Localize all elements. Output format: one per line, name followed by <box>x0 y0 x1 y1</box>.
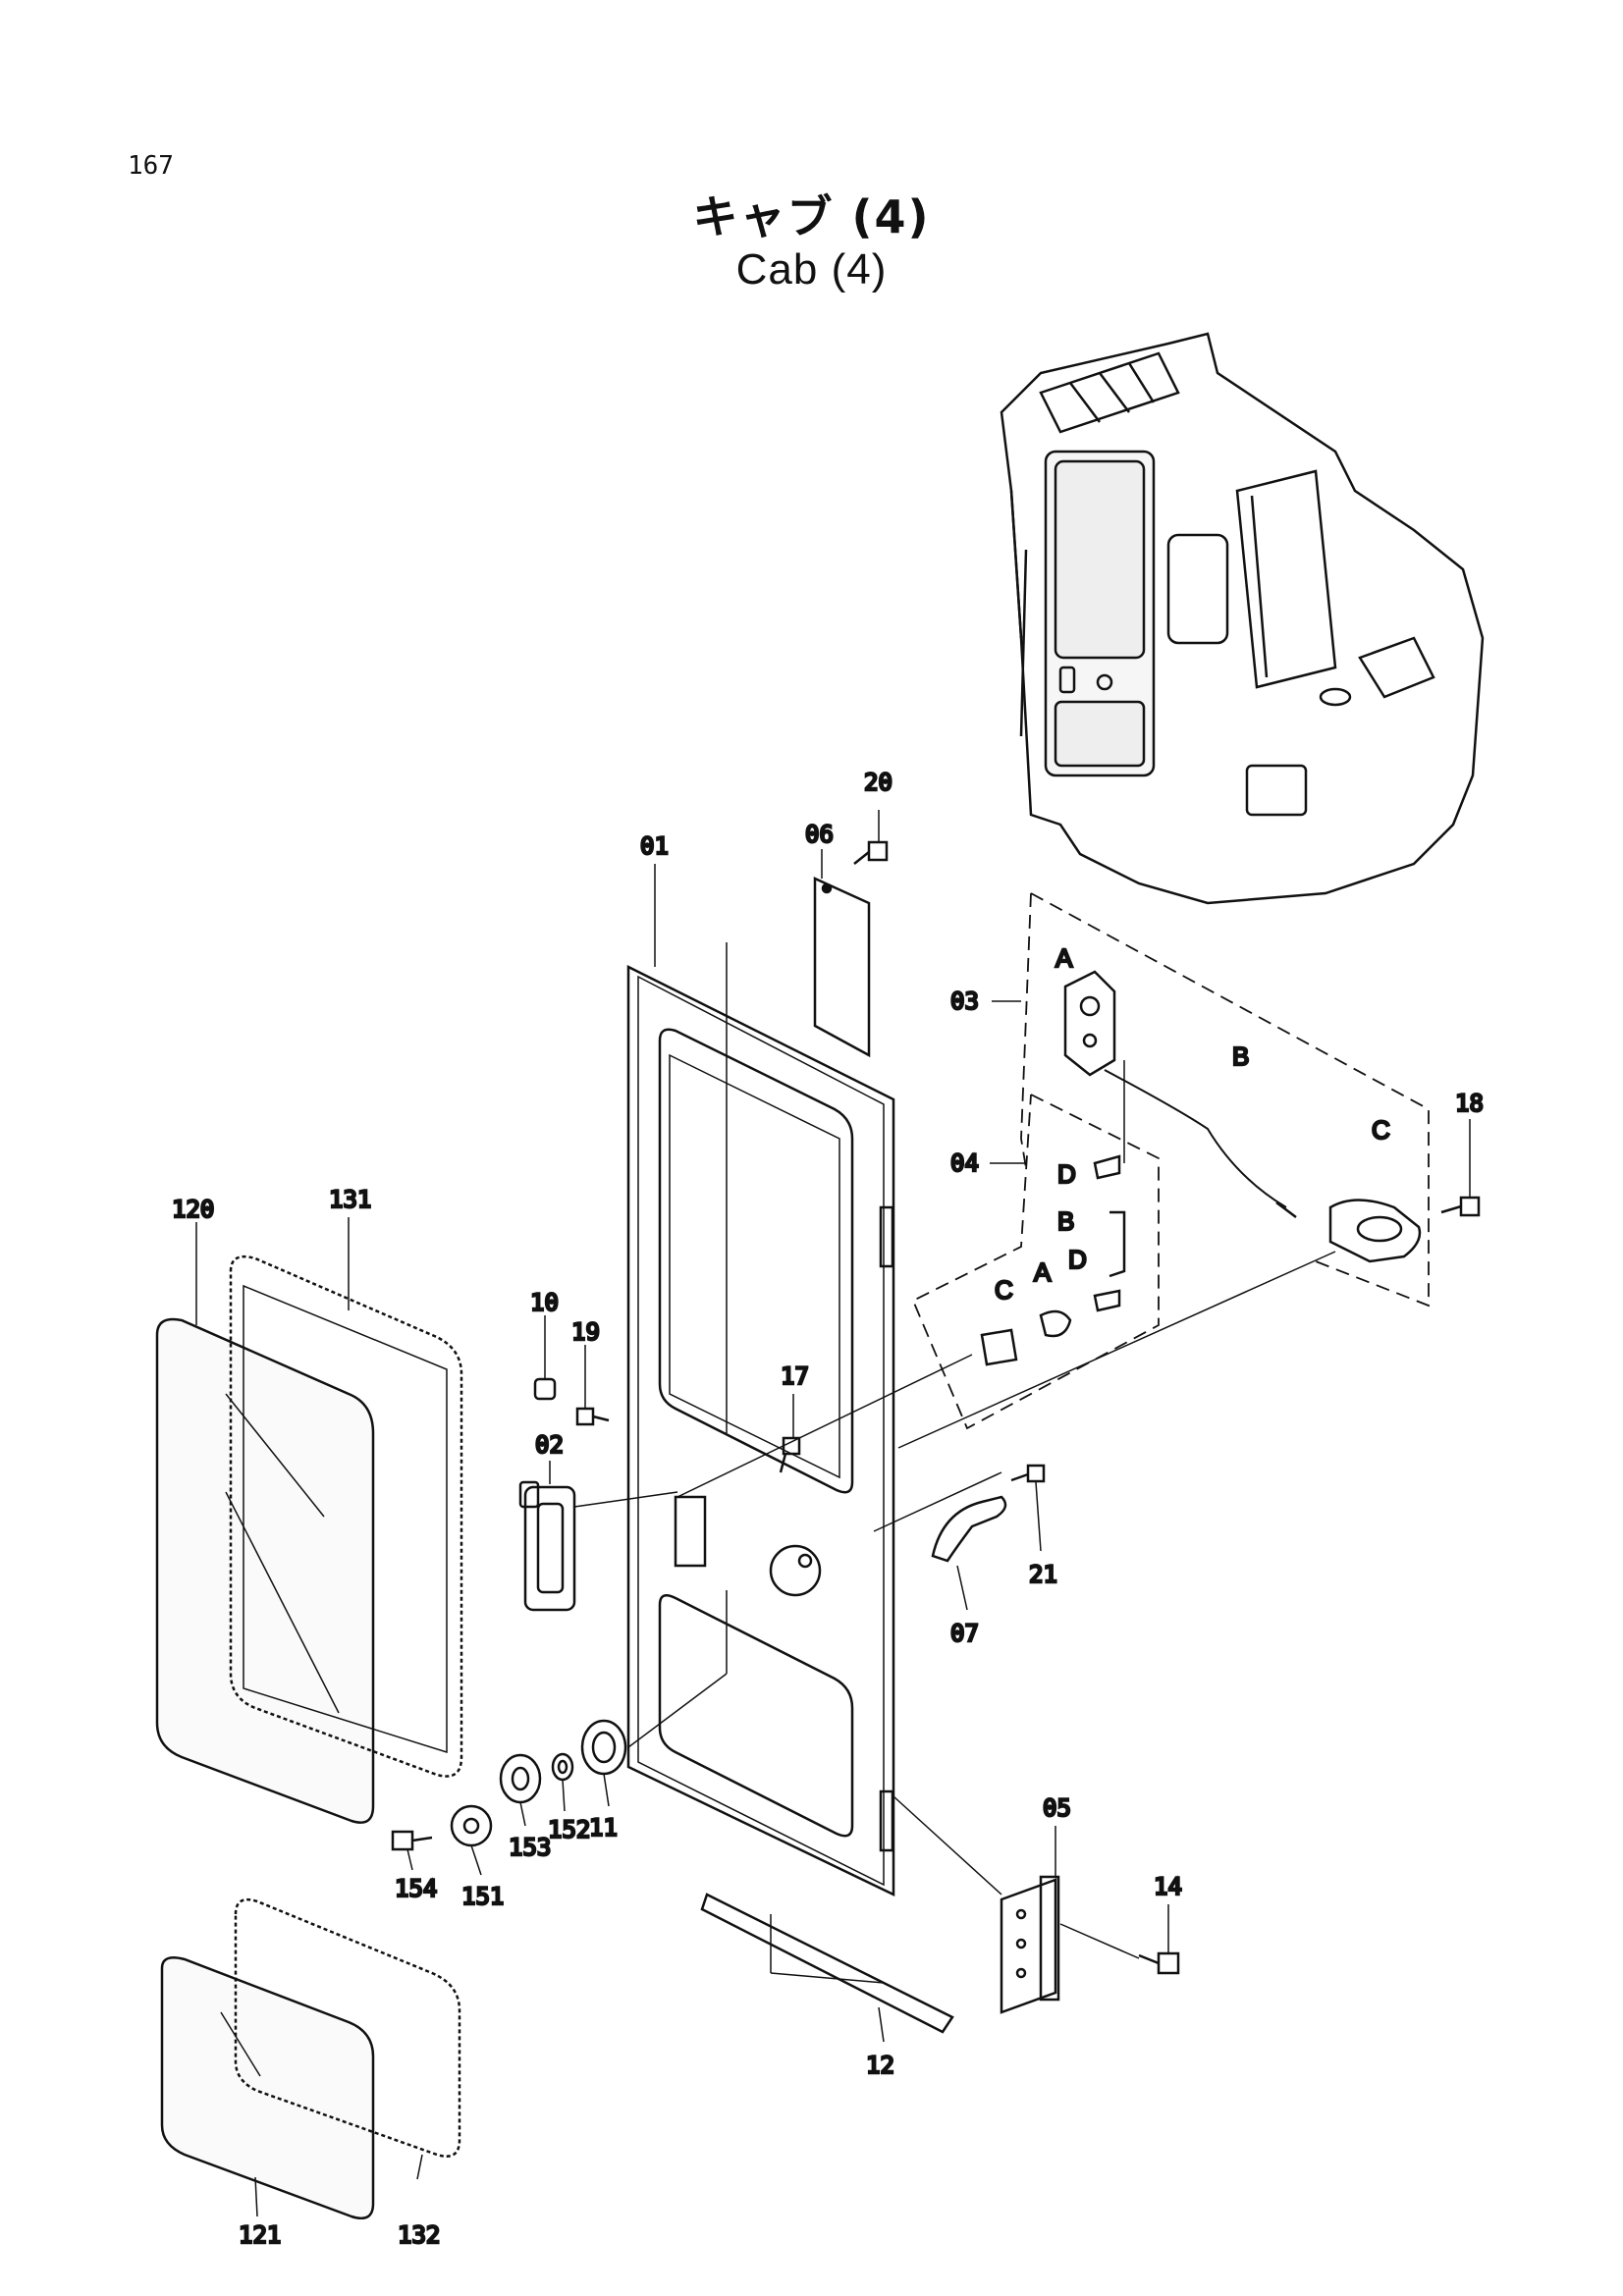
sublabel-d-04-top: D <box>1057 1159 1076 1189</box>
washer-153 <box>499 1753 542 1804</box>
sublabel-c-03: C <box>1372 1115 1390 1145</box>
lock-assembly-03 <box>1063 970 1422 1263</box>
lock-parts-04 <box>980 1154 1126 1366</box>
seal-132 <box>234 1897 461 2158</box>
bolt-14 <box>1138 1951 1180 1975</box>
bolt-21 <box>1010 1464 1046 1483</box>
label-01: 01 <box>640 832 669 860</box>
grip-07 <box>931 1495 1007 1563</box>
label-154: 154 <box>395 1875 437 1902</box>
nut-10 <box>533 1377 557 1401</box>
glass-120 <box>155 1317 375 1824</box>
label-17: 17 <box>781 1362 809 1390</box>
leader-lines <box>195 810 1471 2217</box>
label-20: 20 <box>864 769 893 796</box>
label-19: 19 <box>571 1318 600 1346</box>
glass-121 <box>160 1956 375 2220</box>
sublabel-a-03: A <box>1055 943 1073 973</box>
page-number: 167 <box>128 151 174 181</box>
stopper-151 <box>450 1804 493 1847</box>
label-131: 131 <box>329 1186 371 1213</box>
label-07: 07 <box>950 1620 979 1647</box>
seal-131 <box>229 1255 463 1778</box>
sublabel-d-04-bottom: D <box>1068 1245 1087 1274</box>
label-03: 03 <box>950 988 979 1015</box>
sublabel-b-03: B <box>1232 1041 1249 1071</box>
label-151: 151 <box>461 1883 504 1910</box>
label-10: 10 <box>530 1289 559 1316</box>
label-132: 132 <box>398 2221 440 2249</box>
assembly-04-box <box>911 1094 1160 1430</box>
title-japanese: キャブ (4) <box>692 190 931 243</box>
title-english: Cab (4) <box>735 245 888 294</box>
cab-overview-illustration <box>1000 332 1485 905</box>
label-21: 21 <box>1029 1561 1057 1588</box>
sublabel-a-04: A <box>1034 1257 1052 1287</box>
label-06: 06 <box>805 821 834 848</box>
bolt-18 <box>1440 1196 1481 1217</box>
label-153: 153 <box>509 1834 551 1861</box>
label-02: 02 <box>535 1431 564 1459</box>
label-120: 120 <box>172 1196 214 1223</box>
label-14: 14 <box>1154 1873 1182 1900</box>
handle-02 <box>518 1480 576 1612</box>
plate-06 <box>813 877 871 1058</box>
label-152: 152 <box>548 1816 590 1843</box>
label-11: 11 <box>589 1814 618 1842</box>
sublabel-b-04: B <box>1057 1206 1074 1236</box>
bolt-154 <box>391 1830 433 1851</box>
label-121: 121 <box>239 2221 281 2249</box>
assembly-03-box <box>1020 892 1430 1308</box>
label-04: 04 <box>950 1149 979 1177</box>
ring-11 <box>580 1719 627 1776</box>
label-05: 05 <box>1043 1794 1071 1822</box>
label-12: 12 <box>866 2052 894 2079</box>
bolt-20 <box>853 840 889 865</box>
bolt-19 <box>575 1407 610 1426</box>
door-frame-01 <box>626 942 954 2034</box>
hinge-05 <box>1000 1875 1060 2014</box>
sublabel-c-04: C <box>995 1275 1013 1305</box>
washer-152 <box>551 1752 574 1782</box>
label-18: 18 <box>1455 1090 1484 1117</box>
